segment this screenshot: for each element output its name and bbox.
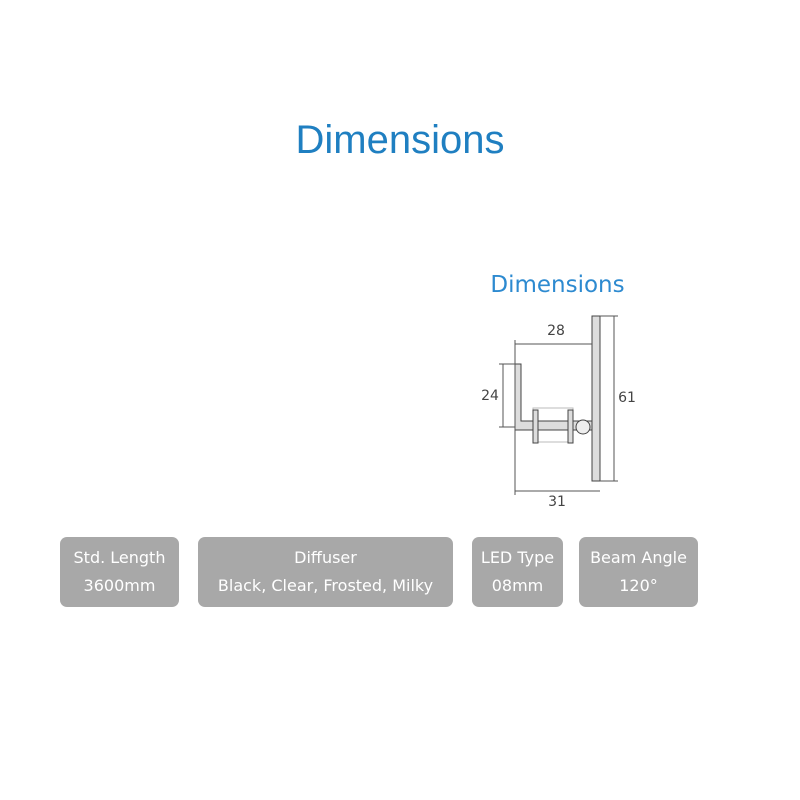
spec-std-length: Std. Length 3600mm (60, 537, 179, 607)
back-plate (591, 315, 601, 482)
dim-24: 24 (481, 388, 499, 404)
dim-61: 61 (618, 390, 636, 406)
spec-value: Black, Clear, Frosted, Milky (217, 576, 434, 595)
spec-value: 120° (619, 576, 658, 595)
spec-value: 3600mm (83, 576, 156, 595)
hinge (575, 419, 591, 435)
spec-label: Diffuser (294, 548, 357, 567)
spec-diffuser: Diffuser Black, Clear, Frosted, Milky (198, 537, 453, 607)
clip-right (567, 409, 574, 444)
spec-label: Std. Length (73, 548, 166, 567)
diagram-title: Dimensions (490, 272, 625, 298)
clip-left (532, 409, 539, 444)
page-title: Dimensions (295, 118, 505, 162)
spec-value: 08mm (491, 576, 544, 595)
spec-led-type: LED Type 08mm (472, 537, 563, 607)
dim-28: 28 (547, 323, 565, 339)
spec-label: Beam Angle (590, 548, 687, 567)
spec-label: LED Type (480, 548, 555, 567)
spec-beam-angle: Beam Angle 120° (579, 537, 698, 607)
dim-31: 31 (548, 494, 566, 510)
